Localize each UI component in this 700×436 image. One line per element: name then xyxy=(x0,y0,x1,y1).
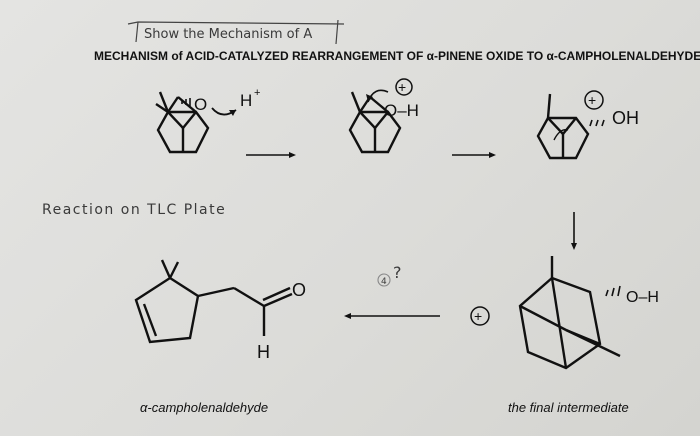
question-mark: ? xyxy=(393,263,402,282)
wedge-bond-1 xyxy=(181,98,191,106)
aldehyde-oxygen: O xyxy=(292,280,306,300)
note-box-left xyxy=(135,21,139,43)
arrowhead-1 xyxy=(229,110,236,116)
caption-intermediate: the final intermediate xyxy=(508,400,629,415)
curved-arrow-3 xyxy=(553,129,569,141)
hash-bond-oh-2 xyxy=(605,285,621,297)
molecule-final-intermediate xyxy=(518,256,621,370)
handwritten-reaction: Reaction on TLC Plate xyxy=(42,202,226,218)
arrowhead-r1 xyxy=(289,152,296,158)
oxonium-label: O–H xyxy=(384,101,419,120)
hash-bond-oh xyxy=(589,119,605,127)
arrowhead-r2 xyxy=(489,152,496,158)
caption-product: α-campholenaldehyde xyxy=(140,400,268,415)
charge-plus-1: + xyxy=(398,79,406,95)
charge-circle-1 xyxy=(395,78,413,96)
aldehyde-hydrogen: H xyxy=(257,342,270,362)
note-box-right xyxy=(335,19,339,45)
molecule-protonated-oxide xyxy=(348,91,402,154)
proton-charge: + xyxy=(254,87,260,99)
note-box-top xyxy=(127,21,345,25)
page-title: MECHANISM of ACID-CATALYZED REARRANGEMEN… xyxy=(94,49,700,63)
hydroxyl-final-label: O–H xyxy=(626,289,659,306)
charge-plus-3: + xyxy=(474,308,482,324)
charge-plus-2: + xyxy=(588,92,596,108)
arrowhead-2 xyxy=(366,94,373,102)
charge-circle-2 xyxy=(584,90,604,110)
molecule-campholenaldehyde xyxy=(134,259,293,344)
circled-number-text: 4 xyxy=(381,277,387,287)
handwritten-note: Show the Mechanism of A xyxy=(144,27,312,42)
arrowhead-r4 xyxy=(344,313,351,319)
proton-label: H xyxy=(240,91,252,110)
circled-number xyxy=(377,273,391,287)
oxygen-label: O xyxy=(194,95,207,114)
charge-circle-3 xyxy=(470,306,490,326)
arrowhead-r3 xyxy=(571,243,577,250)
hydroxyl-label: OH xyxy=(612,108,639,128)
molecule-pinene-oxide xyxy=(155,91,210,154)
molecule-carbocation xyxy=(536,93,590,160)
